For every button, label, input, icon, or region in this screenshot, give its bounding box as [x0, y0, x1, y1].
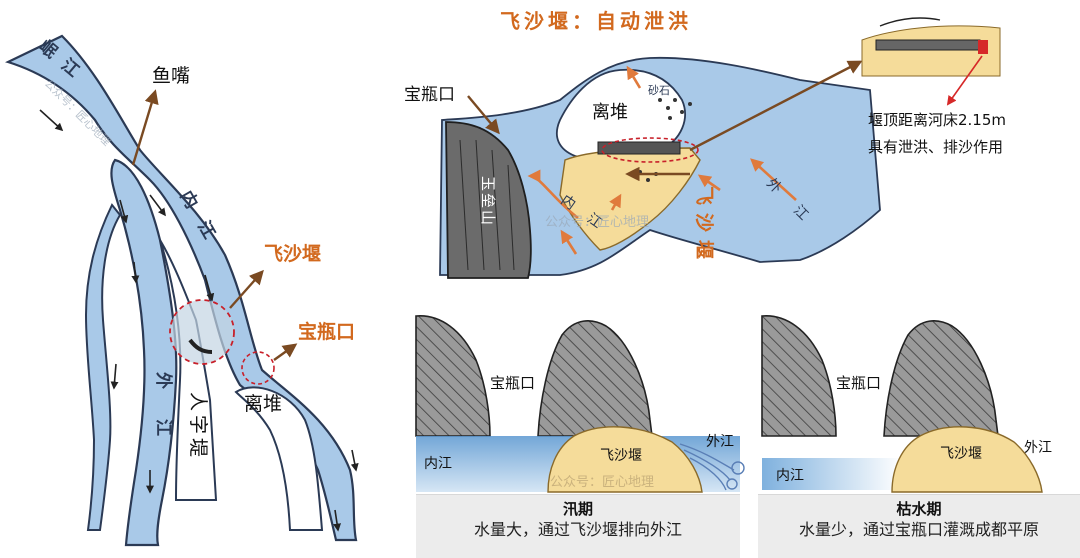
- river-map: 岷江 内江 外江 鱼嘴 飞沙堰 宝瓶口 离堆 人字堤: [5, 34, 359, 547]
- detail-label-yuleishan: 玉垒山: [479, 176, 497, 227]
- dry-label-outer-river: 外江: [1024, 440, 1052, 456]
- dam-highlight: [601, 137, 699, 163]
- dry-title: 枯水期: [896, 500, 942, 518]
- dry-caption: 枯水期 水量少，通过宝瓶口灌溉成都平原: [758, 494, 1080, 558]
- detail-inset-arrow: [689, 60, 863, 152]
- feishayan-detail: 飞沙堰：自动泄洪: [404, 9, 1006, 279]
- dry-dam: [891, 426, 1043, 493]
- yuzui-arrow: [131, 89, 159, 166]
- dry-desc: 水量少，通过宝瓶口灌溉成都平原: [798, 520, 1039, 539]
- detail-note-2: 具有泄洪、排沙作用: [868, 138, 1003, 156]
- detail-baopingkou-arrow: [467, 95, 500, 135]
- flood-dam: [547, 426, 703, 493]
- watermark: 公众号：匠心地理: [545, 215, 649, 230]
- flood-rock-right: [537, 320, 653, 437]
- outer-river-branch: [84, 203, 122, 531]
- dam-inset: [861, 17, 1001, 106]
- dry-label-inner-river: 内江: [776, 468, 804, 484]
- detail-flow-arrows: [527, 65, 797, 255]
- label-lidui: 离堆: [244, 393, 282, 415]
- flood-caption: 汛期 水量大，通过飞沙堰排向外江: [416, 494, 740, 558]
- detail-lidui: [555, 68, 686, 161]
- label-yuzui: 鱼嘴: [152, 65, 190, 87]
- detail-label-lidui: 离堆: [592, 102, 628, 123]
- label-feishayan: 飞沙堰: [264, 243, 321, 265]
- dry-label-baopingkou: 宝瓶口: [836, 374, 881, 392]
- flood-section: 宝瓶口 内江 飞沙堰 外江: [415, 315, 745, 493]
- dam-crest: [597, 141, 681, 155]
- flow-arrows: [39, 109, 359, 532]
- flood-label-inner-river: 内江: [424, 456, 452, 472]
- detail-label-sand: 砂石: [648, 84, 670, 97]
- baopingkou-highlight: [241, 351, 275, 385]
- yuleishan-rock: [445, 121, 532, 279]
- dry-rock-right: [883, 320, 999, 437]
- detail-note-1: 堰顶距离河床2.15m: [868, 111, 1006, 129]
- flood-label-baopingkou: 宝瓶口: [490, 374, 535, 392]
- flood-title: 汛期: [562, 500, 593, 518]
- flood-label-feishayan: 飞沙堰: [600, 448, 642, 464]
- dry-label-feishayan: 飞沙堰: [940, 446, 982, 462]
- detail-label-feishayan: 飞沙堰: [693, 186, 715, 267]
- dry-section: 宝瓶口 内江 飞沙堰 外江: [761, 315, 1052, 493]
- detail-label-baopingkou: 宝瓶口: [404, 85, 455, 105]
- rock-texture: [459, 139, 515, 271]
- dry-rock-left: [761, 315, 837, 437]
- outer-river-channel: [110, 158, 178, 547]
- detail-title: 飞沙堰：自动泄洪: [500, 9, 692, 33]
- renzidi-dike: [188, 338, 213, 354]
- flood-overflow: [679, 443, 745, 491]
- label-outer-river: 外江: [153, 372, 174, 466]
- inner-river-channel: [5, 34, 358, 542]
- flood-label-outer-river: 外江: [706, 434, 734, 450]
- flood-desc: 水量大，通过飞沙堰排向外江: [473, 520, 682, 539]
- baopingkou-arrow: [273, 343, 298, 361]
- lidui-island: [234, 386, 324, 531]
- feishayan-arrow: [229, 269, 264, 309]
- label-baopingkou: 宝瓶口: [298, 320, 355, 343]
- label-renzidi: 人字堤: [187, 392, 209, 461]
- feishayan-highlight: [169, 299, 235, 365]
- dry-water: [762, 458, 902, 490]
- flood-rock-left: [415, 315, 491, 437]
- watermark: 公众号：匠心地理: [550, 475, 654, 490]
